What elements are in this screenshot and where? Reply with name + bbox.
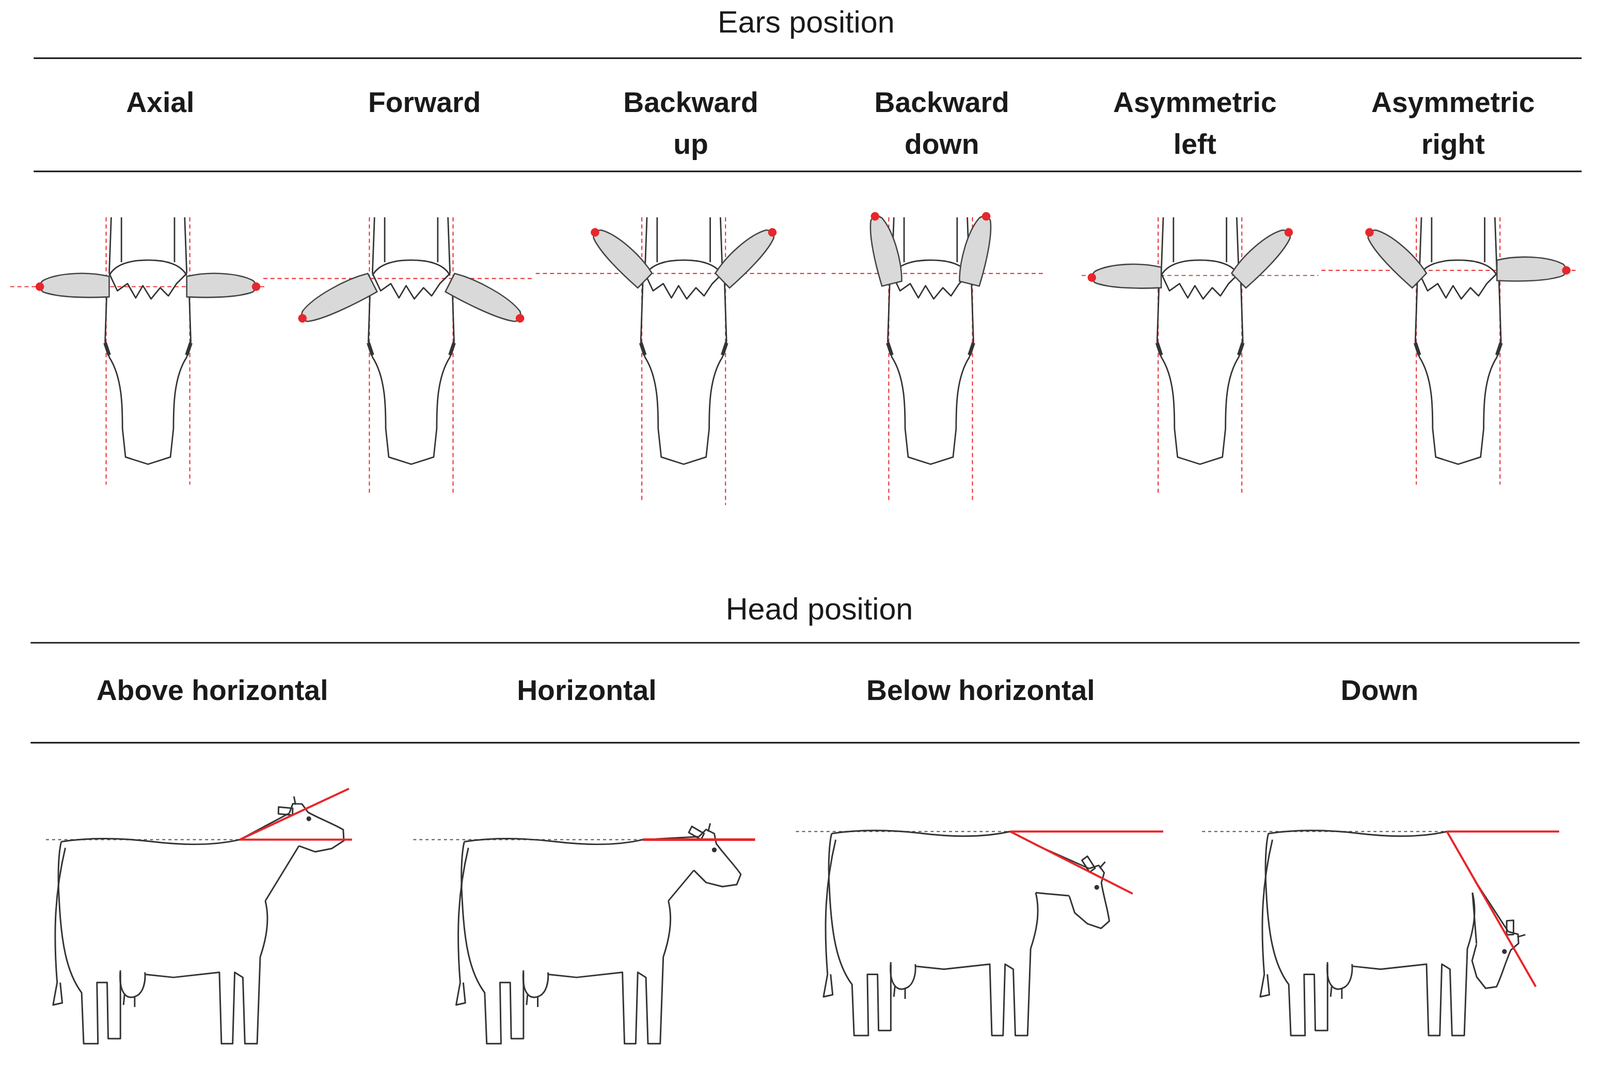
cow-face-forward [292,217,531,465]
cow-face-asymmetric-left [1087,217,1299,465]
column-heading: Backward up [604,81,778,166]
cow-down [1201,830,1560,1036]
column-heading: Asymmetric left [1105,81,1285,166]
section-heading: Ears position [602,4,1011,41]
cow-below-horizontal [796,830,1164,1036]
guide-lines [10,217,1577,505]
column-heading: Below horizontal [812,669,1149,712]
column-heading: Above horizontal [43,669,381,712]
cow-face-backward-down [863,209,998,465]
rule-lines [30,58,1582,743]
column-heading: Axial [73,81,247,124]
column-heading: Backward down [854,81,1029,166]
cow-face-axial [35,217,261,465]
cow-face-backward-up [584,217,783,465]
cow-above-horizontal [45,783,353,1044]
cow-face-asymmetric-right [1358,217,1571,465]
column-heading: Forward [337,81,512,124]
column-heading: Down [1211,669,1548,712]
column-heading: Asymmetric right [1363,81,1543,166]
column-heading: Horizontal [418,669,755,712]
section-heading: Head position [615,590,1024,628]
cow-horizontal [413,823,755,1044]
